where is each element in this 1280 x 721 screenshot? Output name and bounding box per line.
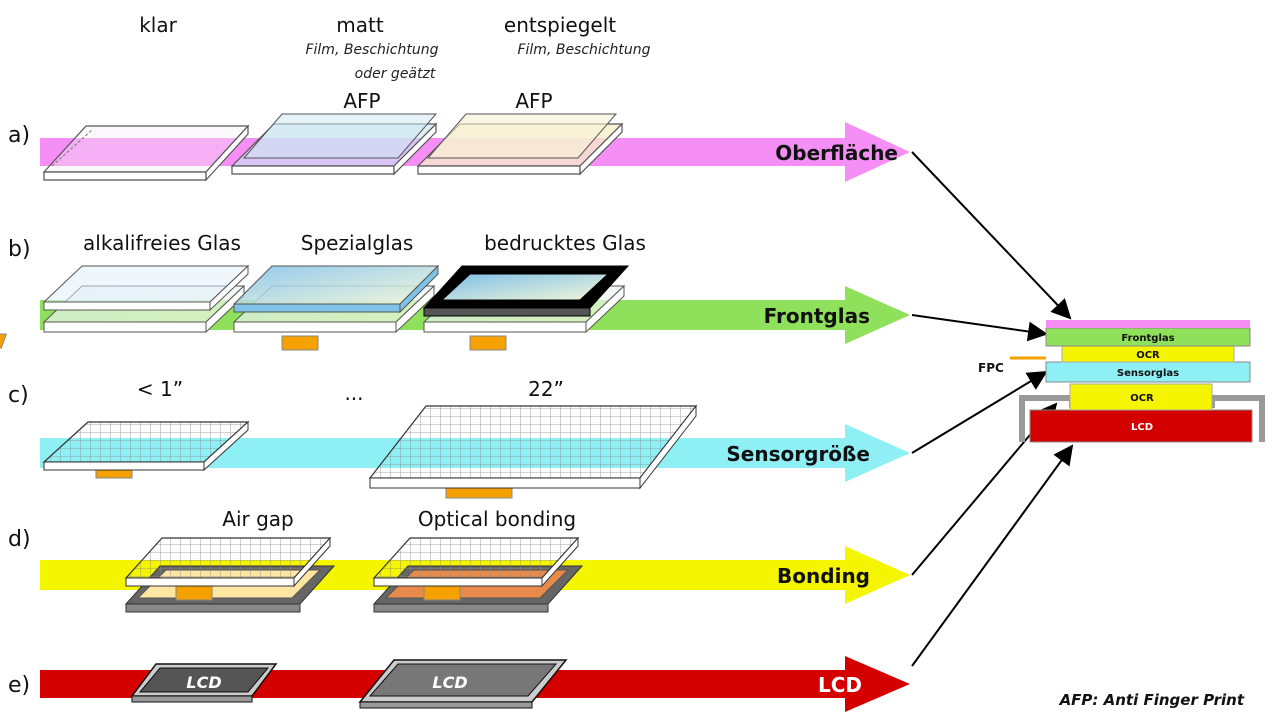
connector-lcd	[911, 444, 1074, 667]
sensor-small	[42, 420, 250, 479]
frontglas-spezial-label: Spezialglas	[301, 231, 414, 255]
arrow-label-frontglas: Frontglas	[764, 304, 870, 328]
sensor-large-label: 22”	[528, 377, 564, 401]
stack-label-fpc: FPC	[978, 361, 1004, 375]
lcd-small-text: LCD	[186, 673, 221, 692]
row-label-a: a)	[8, 123, 30, 148]
frontglas-alkali-label: alkalifreies Glas	[83, 231, 241, 255]
row-label-b: b)	[8, 237, 31, 262]
sensor-small-label: < 1”	[137, 377, 183, 401]
connector-oberflaeche	[911, 151, 1072, 320]
row-b: b) Frontglas alkalifreies Glas Spezialgl…	[0, 231, 910, 351]
surface-matt-label: matt	[336, 13, 384, 37]
row-a: a) Oberfläche klar matt Film, Beschichtu…	[8, 13, 910, 182]
glass-entspiegelt	[416, 113, 624, 176]
stack-layer-surface	[1046, 320, 1250, 328]
bonding-airgap-stack	[124, 536, 336, 613]
surface-entspiegelt-sub: Film, Beschichtung	[517, 42, 650, 58]
surface-entspiegelt-afp: AFP	[515, 89, 552, 113]
stack-label-ocr-top: OCR	[1136, 350, 1160, 361]
bonding-optical-label: Optical bonding	[418, 507, 576, 531]
lcd-large-text: LCD	[432, 673, 467, 692]
stack-label-frontglas: Frontglas	[1121, 333, 1174, 344]
arrow-label-lcd: LCD	[818, 673, 862, 697]
arrow-label-bonding: Bonding	[777, 564, 870, 588]
lcd-large: LCD	[358, 659, 568, 709]
glass-spezial	[232, 264, 440, 351]
arrow-label-oberflaeche: Oberfläche	[775, 141, 898, 165]
lcd-small: LCD	[130, 663, 278, 703]
stack-layer-lcd	[1029, 409, 1253, 443]
stack-label-sensorglas: Sensorglas	[1117, 368, 1179, 379]
surface-klar-label: klar	[139, 13, 177, 37]
glass-alkali	[0, 264, 250, 349]
sensor-large	[368, 404, 698, 499]
row-e: e) LCD LCD LCD	[8, 656, 910, 712]
frontglas-bedruckt-label: bedrucktes Glas	[484, 231, 646, 255]
connector-arrows	[911, 151, 1074, 667]
surface-matt-afp: AFP	[343, 89, 380, 113]
stack-label-lcd: LCD	[1131, 422, 1153, 433]
row-d: d) Bonding Air gap Optical bonding	[8, 507, 910, 613]
surface-matt-sub1: Film, Beschichtung	[305, 42, 438, 58]
footnote-afp: AFP: Anti Finger Print	[1059, 691, 1245, 709]
arrow-label-sensorgroesse: Sensorgröße	[726, 442, 870, 466]
glass-klar	[42, 124, 250, 182]
row-c: c) Sensorgröße < 1” ... 22”	[8, 377, 910, 499]
glass-bedruckt	[422, 265, 630, 351]
sensor-dots-label: ...	[344, 381, 363, 405]
stack-label-ocr-bottom: OCR	[1130, 393, 1154, 404]
bonding-optical-stack	[372, 536, 584, 613]
bonding-airgap-label: Air gap	[222, 507, 293, 531]
row-label-c: c)	[8, 383, 29, 408]
connector-sensorgroesse	[911, 370, 1048, 454]
surface-entspiegelt-label: entspiegelt	[504, 13, 616, 37]
glass-matt	[230, 113, 438, 176]
row-label-e: e)	[8, 673, 30, 698]
row-label-d: d)	[8, 527, 31, 552]
connector-frontglas	[911, 314, 1048, 342]
surface-matt-sub2: oder geätzt	[355, 66, 436, 82]
stack-layer-ocr-bottom	[1069, 383, 1213, 411]
layer-stack: Frontglas OCR Sensorglas OCR LCD FPC	[978, 320, 1265, 443]
